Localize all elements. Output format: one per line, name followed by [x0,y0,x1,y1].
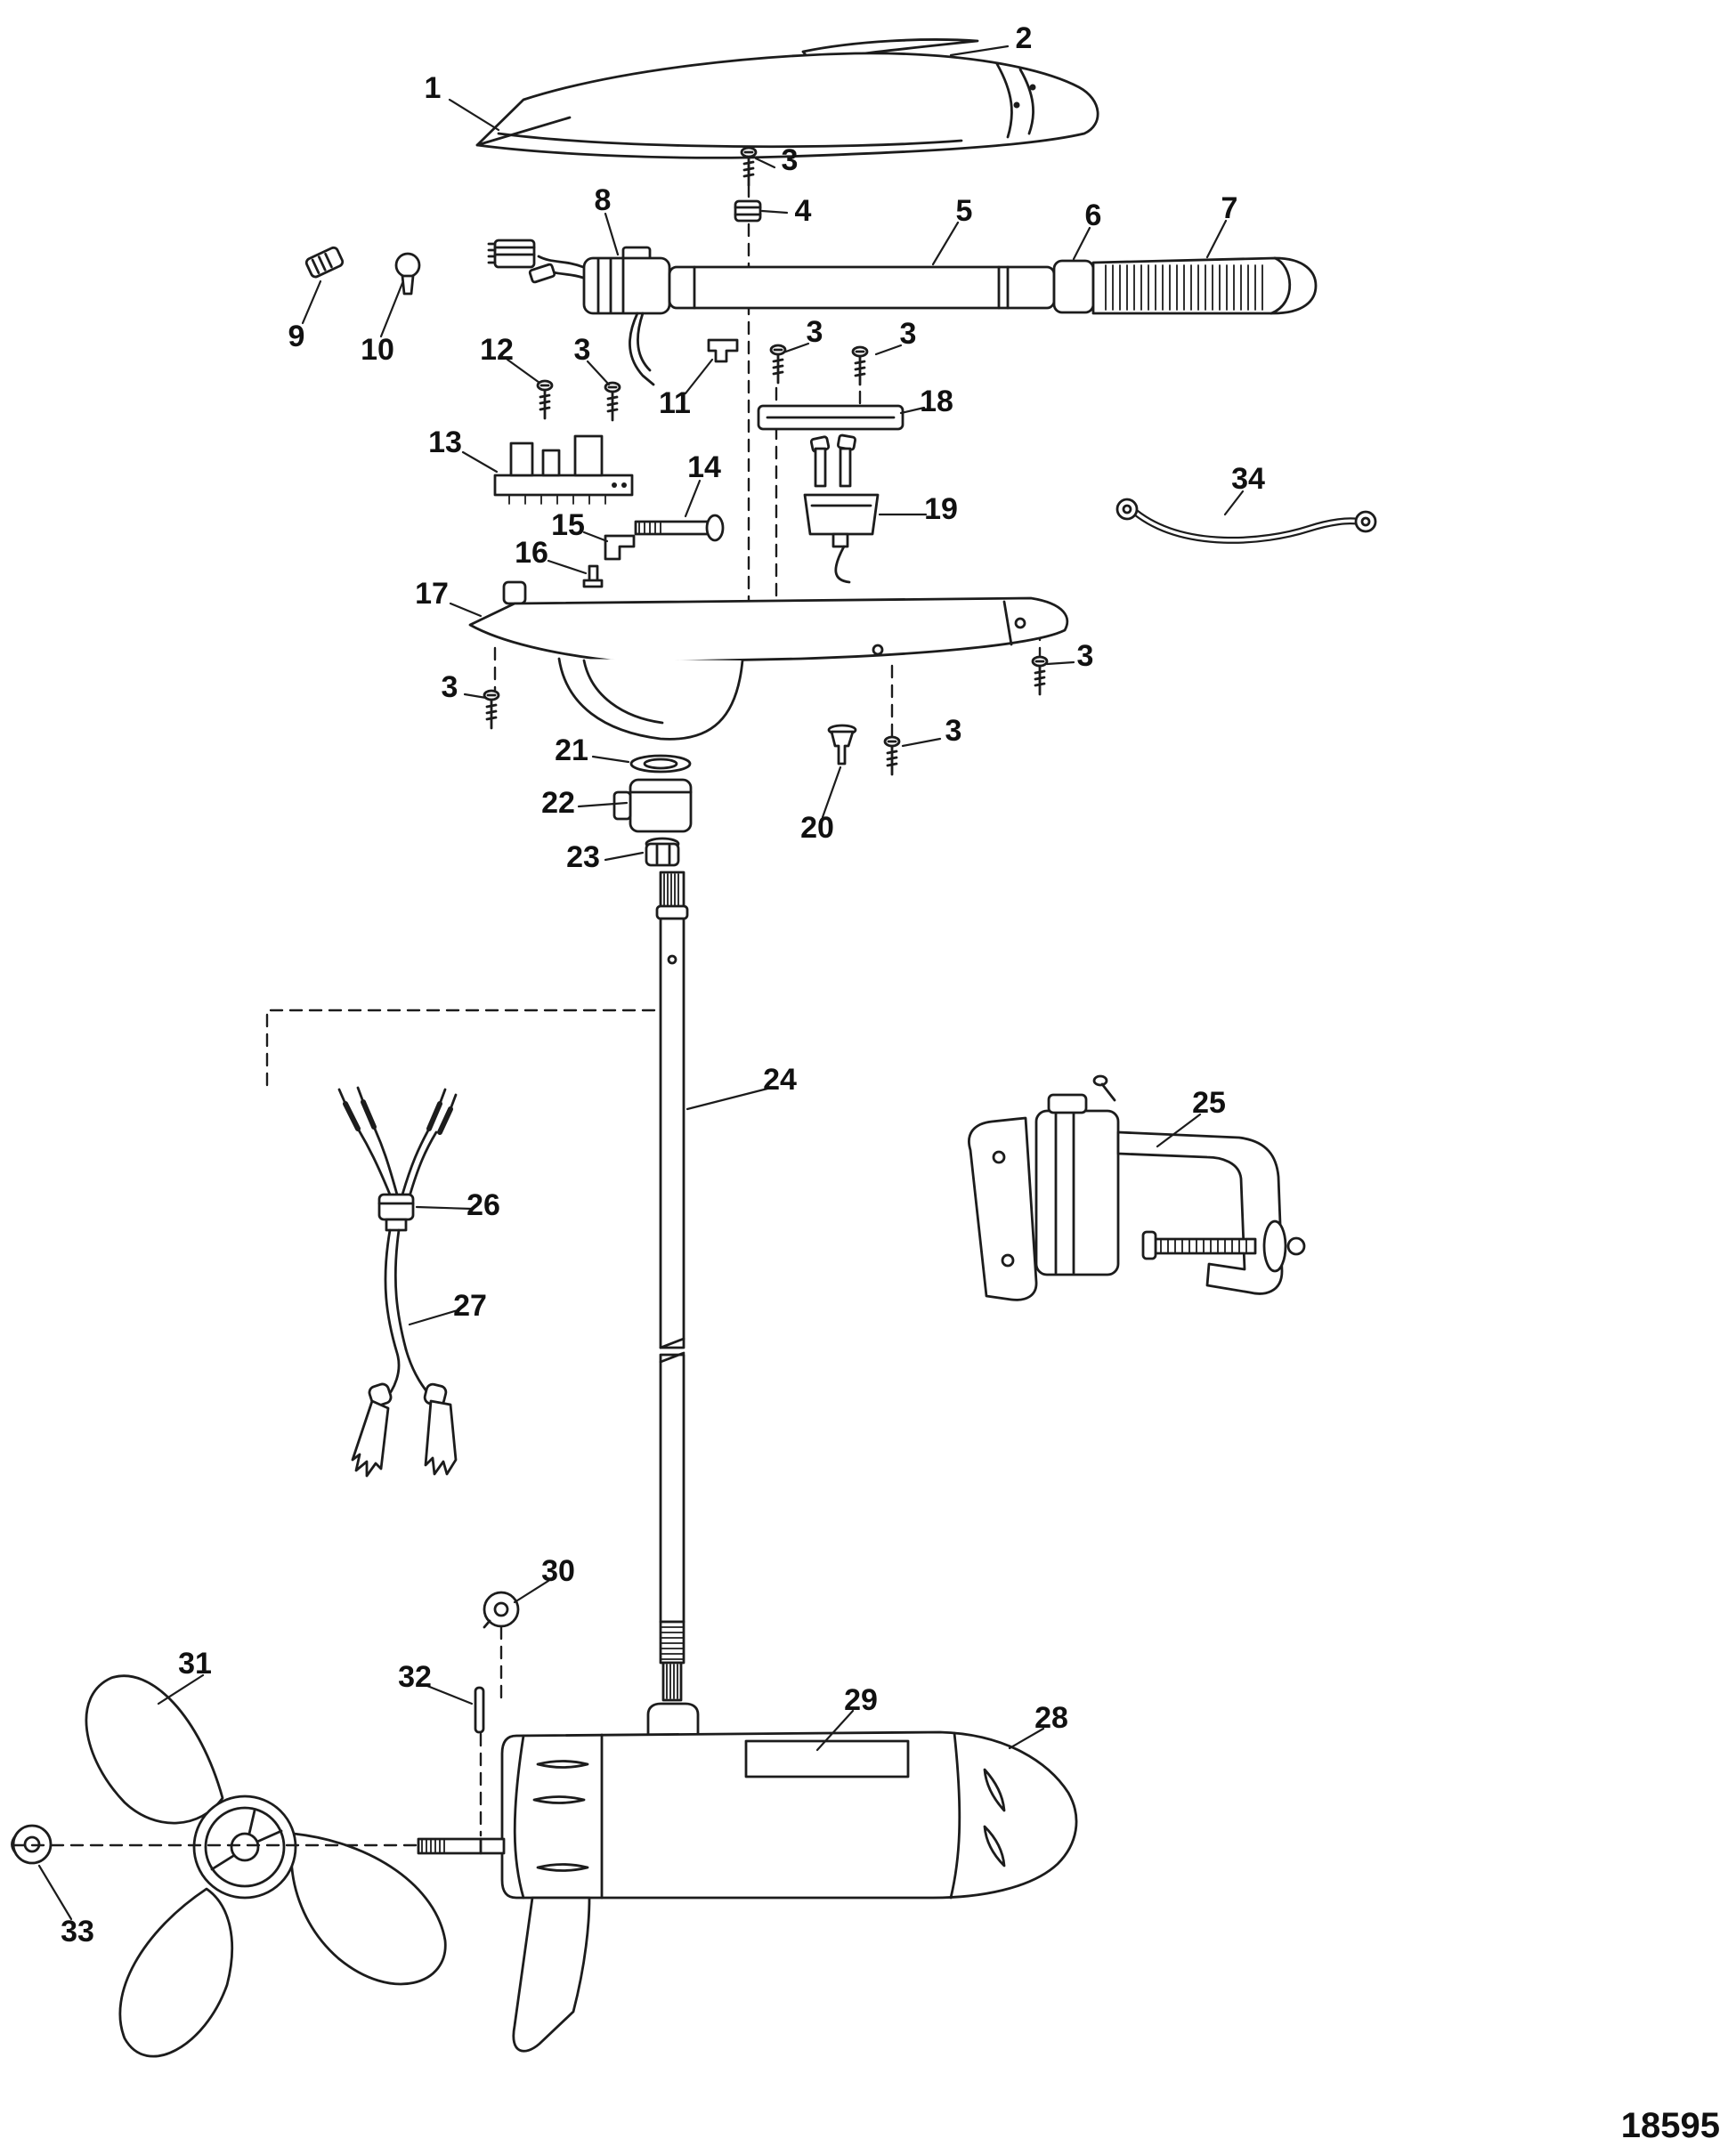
callout-3-11: 3 [573,333,591,367]
callout-5-5: 5 [955,194,973,228]
callout-10-9: 10 [361,333,394,367]
callout-13-16: 13 [428,425,462,459]
lower-unit-28-29 [417,1702,1078,2053]
transom-bracket-25 [968,1074,1306,1301]
pin-32 [474,1686,485,1734]
small-parts-9-10 [304,246,421,296]
callout-33-39: 33 [61,1915,94,1948]
callout-28-38: 28 [1034,1701,1068,1735]
callout-4-4: 4 [794,194,812,228]
callout-1-0: 1 [424,71,442,105]
callout-25-31: 25 [1192,1086,1226,1120]
part-number: 18595 [1620,2106,1720,2145]
callout-20-28: 20 [800,811,834,845]
callout-3-25: 3 [945,714,962,748]
callout-3-24: 3 [441,670,458,704]
jumper-cable-34 [1115,498,1377,544]
callout-11-14: 11 [659,386,691,420]
leader-lines [37,45,1245,1921]
callout-3-12: 3 [806,315,823,349]
callout-12-10: 12 [480,333,514,367]
bolt-14 [634,514,725,542]
base-housing-17 [468,580,1069,741]
knob-30 [483,1591,520,1629]
callout-30-34: 30 [541,1554,575,1588]
main-shaft-24 [655,871,689,1702]
bracket-15 [604,534,636,561]
callout-15-19: 15 [551,508,585,542]
callout-6-6: 6 [1084,198,1102,232]
circuit-board-13 [493,434,634,505]
callout-32-36: 32 [398,1660,432,1694]
pin-16 [582,564,604,588]
clip-11 [707,338,739,363]
battery-leads-26-27 [337,1086,458,1478]
callout-9-8: 9 [288,320,305,353]
connector-19 [803,433,880,584]
head-cover [475,38,1099,159]
grommet-20 [827,724,857,766]
callout-24-30: 24 [763,1063,797,1097]
propeller-31 [85,1674,447,2058]
callout-3-13: 3 [899,317,917,351]
callout-3-23: 3 [1076,639,1094,673]
callout-23-29: 23 [566,840,600,874]
callout-2-1: 2 [1015,21,1033,55]
callout-17-22: 17 [415,577,449,611]
callout-7-7: 7 [1221,191,1238,225]
callout-19-20: 19 [924,492,958,526]
callout-31-35: 31 [178,1647,212,1681]
callout-3-2: 3 [781,143,799,177]
callout-18-15: 18 [920,385,953,418]
callout-14-17: 14 [687,450,721,484]
callout-26-32: 26 [466,1188,500,1222]
callout-16-21: 16 [515,536,548,570]
spacer-4 [734,199,762,223]
callout-22-27: 22 [541,786,575,820]
plate-18 [757,404,905,431]
callout-34-18: 34 [1231,462,1265,496]
callout-21-26: 21 [555,733,588,767]
callout-29-37: 29 [844,1683,878,1717]
callout-8-3: 8 [594,183,612,217]
control-head-assembly [487,239,1318,386]
coupler-stack-21-22-23 [612,754,693,867]
callout-27-33: 27 [453,1289,487,1323]
